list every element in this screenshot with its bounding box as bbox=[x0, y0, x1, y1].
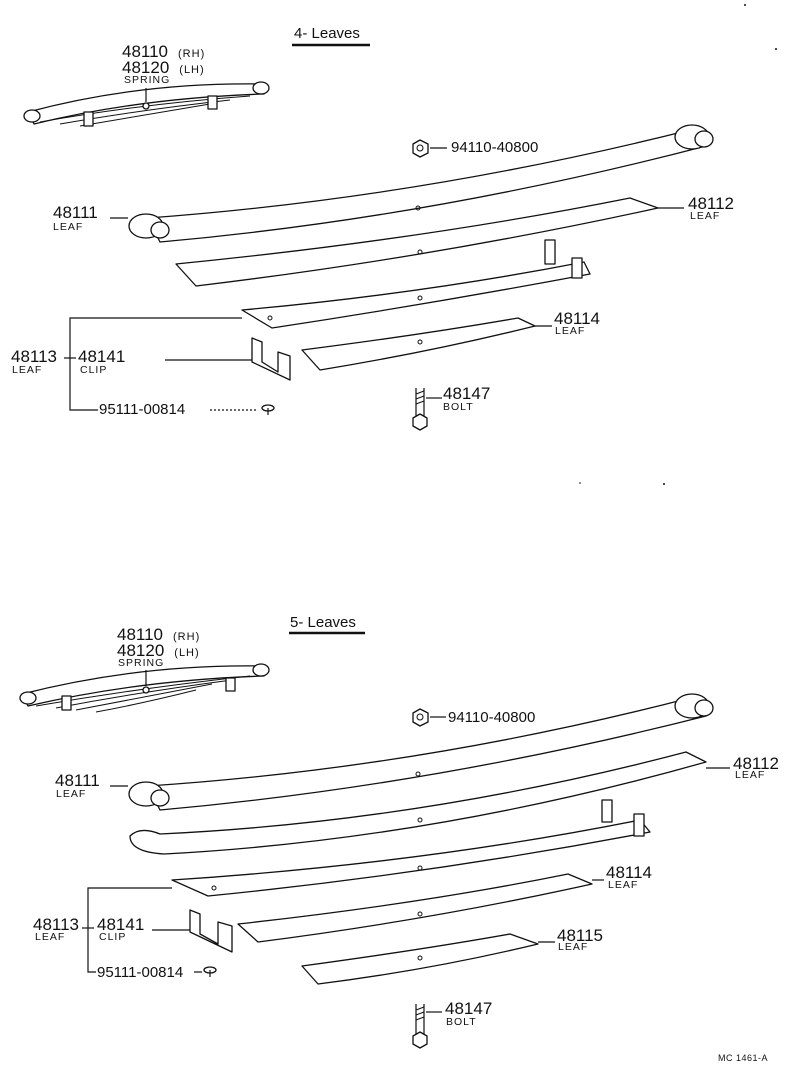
leaf-48115-part-5 bbox=[301, 933, 555, 985]
rivet-number: 95111-00814 bbox=[99, 401, 186, 418]
leaf-48114-number: 48114 bbox=[554, 309, 601, 328]
leaf-48112-name: LEAF bbox=[735, 769, 766, 781]
section-4-leaves-drawing bbox=[23, 43, 714, 431]
spring-assembly-thumbnail bbox=[19, 663, 270, 713]
spring-lh-number: 48120 (LH) bbox=[122, 59, 205, 76]
spring-rh-number: 48110 (RH) bbox=[117, 626, 200, 643]
clip-number: 48141 bbox=[97, 915, 145, 934]
spring-rh-suffix: (RH) bbox=[173, 631, 201, 643]
leaf-48115-name: LEAF bbox=[558, 941, 589, 953]
leaf-48114-number: 48114 bbox=[606, 863, 653, 882]
nut-number: 94110-40800 bbox=[451, 139, 539, 156]
bolt-48147-part-4 bbox=[412, 388, 442, 431]
bracket-48113 bbox=[69, 317, 242, 411]
leaf-48113-number: 48113 bbox=[33, 915, 80, 934]
section-5-leaves-drawing bbox=[19, 631, 730, 1049]
leaf-48114-part-5 bbox=[237, 873, 604, 943]
leaf-48111-name: LEAF bbox=[53, 221, 84, 233]
spring-lh-number: 48120 (LH) bbox=[117, 642, 200, 659]
section-title: 4- Leaves bbox=[294, 25, 360, 42]
spring-rh-code: 48110 bbox=[122, 42, 169, 61]
leaf-48111-part-5 bbox=[110, 693, 714, 811]
leaf-48113-number: 48113 bbox=[11, 347, 58, 366]
rivet-number: 95111-00814 bbox=[97, 964, 184, 981]
spring-rh-number: 48110 (RH) bbox=[122, 43, 205, 60]
leaf-48112-part-5 bbox=[129, 751, 730, 855]
leaf-48113-part-4 bbox=[241, 239, 591, 329]
leaf-48111-name: LEAF bbox=[56, 788, 87, 800]
bolt-name: BOLT bbox=[443, 401, 474, 413]
nut-part-5 bbox=[412, 708, 446, 727]
leaf-48113-part-5 bbox=[171, 799, 651, 897]
rivet-95111-part-5 bbox=[194, 966, 217, 977]
nut-number: 94110-40800 bbox=[448, 709, 536, 726]
spring-rh-suffix: (RH) bbox=[178, 48, 206, 60]
leaf-48112-number: 48112 bbox=[688, 194, 735, 213]
scan-specks bbox=[579, 4, 777, 485]
bolt-name: BOLT bbox=[446, 1016, 477, 1028]
clip-name: CLIP bbox=[99, 931, 127, 943]
leaf-48111-part-4 bbox=[110, 124, 714, 243]
bracket-48113 bbox=[87, 887, 172, 973]
rivet-95111-part-4 bbox=[210, 404, 275, 415]
bolt-48147-part-5 bbox=[412, 1004, 442, 1049]
leaf-48114-part-4 bbox=[301, 317, 552, 371]
spring-assembly-thumbnail bbox=[23, 81, 270, 127]
leaf-48114-name: LEAF bbox=[608, 879, 639, 891]
leaf-48112-part-4 bbox=[175, 197, 684, 287]
spring-lh-suffix: (LH) bbox=[174, 647, 200, 659]
leaf-48114-name: LEAF bbox=[555, 325, 586, 337]
section-title: 5- Leaves bbox=[290, 614, 356, 631]
bolt-number: 48147 bbox=[443, 384, 491, 403]
nut-part-4 bbox=[412, 139, 447, 158]
spring-name: SPRING bbox=[118, 657, 165, 669]
clip-48141-part-4 bbox=[165, 337, 291, 381]
leaf-48111-number: 48111 bbox=[53, 203, 98, 222]
bolt-number: 48147 bbox=[445, 999, 493, 1018]
leaf-48113-name: LEAF bbox=[35, 931, 66, 943]
leaf-48111-number: 48111 bbox=[55, 771, 100, 790]
leaf-48112-name: LEAF bbox=[690, 210, 721, 222]
footer-code: MC 1461-A bbox=[718, 1053, 769, 1063]
spring-name: SPRING bbox=[124, 74, 171, 86]
leaf-48112-number: 48112 bbox=[733, 754, 780, 773]
clip-number: 48141 bbox=[78, 347, 126, 366]
spring-rh-code: 48110 bbox=[117, 625, 164, 644]
spring-lh-code: 48120 bbox=[122, 58, 170, 77]
clip-48141-part-5 bbox=[152, 909, 233, 953]
spring-lh-code: 48120 bbox=[117, 641, 165, 660]
clip-name: CLIP bbox=[80, 364, 108, 376]
spring-lh-suffix: (LH) bbox=[179, 64, 205, 76]
leaf-48115-number: 48115 bbox=[557, 926, 604, 945]
leaf-48113-name: LEAF bbox=[12, 364, 43, 376]
